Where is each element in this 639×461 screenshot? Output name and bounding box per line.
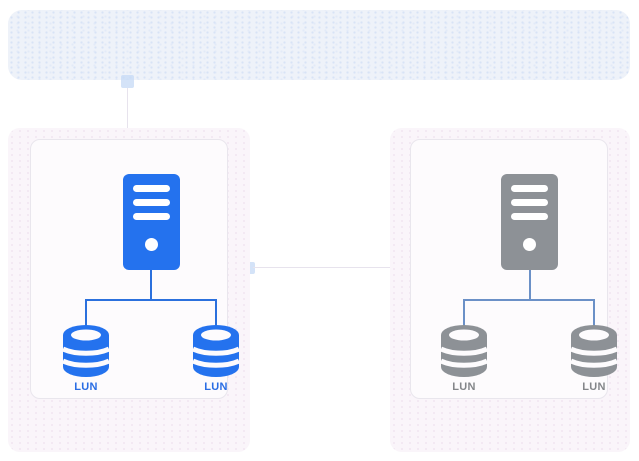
server-slot-bar [133, 199, 170, 206]
database-cylinder-icon [63, 325, 109, 377]
tree-line-drop [215, 299, 217, 327]
tree-line-stem [150, 270, 152, 300]
database-cylinder-icon [441, 325, 487, 377]
tree-line-branch [463, 299, 595, 301]
lun-label: LUN [452, 381, 476, 393]
lun-node[interactable]: LUN [63, 325, 109, 393]
lun-node[interactable]: LUN [441, 325, 487, 393]
site-node-right[interactable]: LUN LUN [390, 128, 630, 452]
tree-line-drop [593, 299, 595, 327]
site-node-left[interactable]: LUN LUN [8, 128, 250, 452]
edge-left-to-right-site [253, 267, 390, 268]
server-slot-bar [511, 185, 548, 192]
server-power-dot [145, 238, 158, 251]
tree-line-branch [85, 299, 217, 301]
lun-node[interactable]: LUN [193, 325, 239, 393]
tree-line-stem [529, 270, 531, 300]
redacted-banner-node[interactable] [8, 10, 630, 80]
server-slot-bar [511, 213, 548, 220]
server-icon [123, 174, 180, 270]
tree-line-drop [463, 299, 465, 327]
lun-label: LUN [582, 381, 606, 393]
server-slot-bar [511, 199, 548, 206]
server-icon [501, 174, 558, 270]
lun-node[interactable]: LUN [571, 325, 617, 393]
server-power-dot [523, 238, 536, 251]
server-slot-bar [133, 185, 170, 192]
edge-banner-to-left-site [127, 88, 128, 128]
database-cylinder-icon [571, 325, 617, 377]
lun-label: LUN [204, 381, 228, 393]
database-cylinder-icon [193, 325, 239, 377]
site-card-left: LUN LUN [30, 139, 239, 399]
server-slot-bar [133, 213, 170, 220]
tree-line-drop [85, 299, 87, 327]
site-card-right: LUN LUN [410, 139, 617, 399]
connector-handle-banner[interactable] [121, 75, 134, 88]
lun-label: LUN [74, 381, 98, 393]
